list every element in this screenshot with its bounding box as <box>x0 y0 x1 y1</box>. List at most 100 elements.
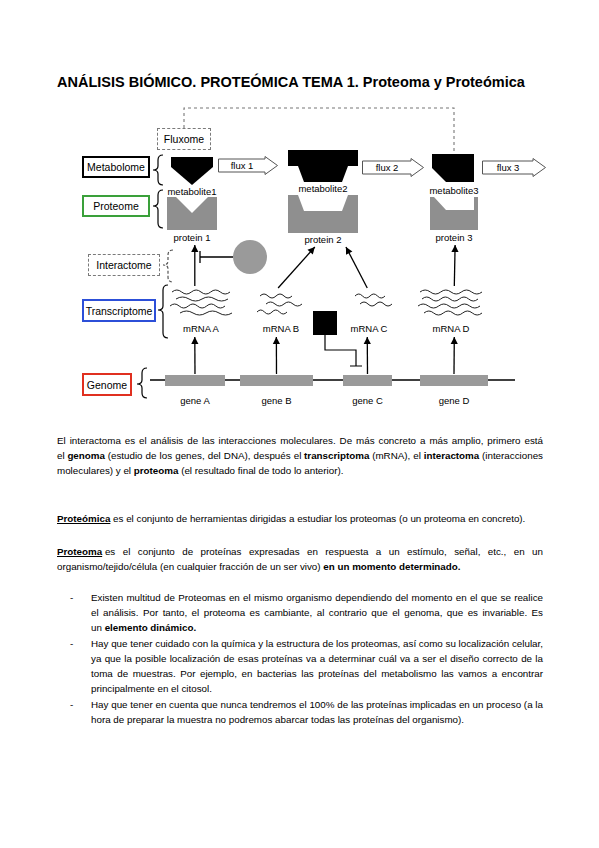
flux-arrow: flux 1 <box>218 156 278 175</box>
page-title: ANÁLISIS BIÓMICO. PROTEÓMICA TEMA 1. Pro… <box>57 73 587 91</box>
metabolite-shape <box>288 150 358 182</box>
node-label: protein 2 <box>268 234 378 245</box>
shape-outline <box>282 148 364 183</box>
mrna-strand: mRNA D <box>418 286 484 334</box>
mrna-drawing <box>418 286 484 320</box>
protein-shape: protein 2 <box>282 195 364 245</box>
interactor-circle <box>233 240 267 274</box>
layer-box: Genome <box>82 373 132 396</box>
connector-line <box>367 337 369 374</box>
node-label: gene A <box>155 395 235 406</box>
protein-shape <box>167 197 217 230</box>
section-term: Proteoma <box>57 546 102 557</box>
node-label: mRNA C <box>330 323 408 334</box>
arrow-head <box>191 337 198 344</box>
gene-bar <box>165 375 225 386</box>
layer-box: Metabolome <box>82 156 150 178</box>
bold-term: genoma <box>67 450 105 461</box>
node-label: Interactome <box>96 259 151 271</box>
mrna-strand <box>170 304 225 308</box>
paragraph: Proteomaes el conjunto de proteínas expr… <box>57 544 543 574</box>
mrna-strand <box>418 304 480 308</box>
node-label: mRNA D <box>408 323 494 334</box>
paragraph: Hay que tener cuidado con la química y l… <box>91 636 543 696</box>
arrow-head <box>451 245 458 252</box>
connector <box>278 247 315 288</box>
mrna-strand <box>260 294 292 298</box>
connector-line <box>194 337 195 374</box>
mrna-strand: mRNA A <box>170 286 232 334</box>
mrna-strand <box>176 297 228 301</box>
bracket <box>158 285 168 338</box>
metabolite-shape <box>171 157 213 185</box>
mrna-strand <box>266 302 302 306</box>
connector-line <box>278 247 315 288</box>
gene-bar <box>420 375 488 386</box>
bold-term: elemento dinámico. <box>105 622 196 633</box>
gene-bar <box>343 375 392 386</box>
arrow-head <box>307 247 314 255</box>
gene-segment: gene D <box>420 374 488 406</box>
node-label: Metabolome <box>87 161 145 173</box>
body-text: es el conjunto de proteínas expresadas e… <box>57 546 543 572</box>
node-label: metabolite3 <box>412 185 496 196</box>
bracket <box>153 155 163 185</box>
body-text: Hay que tener cuidado con la química y l… <box>91 638 543 694</box>
node-label: flux 2 <box>362 158 412 177</box>
arrow-head <box>273 337 280 344</box>
mrna-drawing <box>340 288 398 320</box>
metabolite-shape: metabolite2 <box>282 148 364 194</box>
bracket <box>153 190 163 228</box>
paragraph: El interactoma es el análisis de las int… <box>57 433 543 478</box>
metabolite-shape: metabolite3 <box>426 152 482 196</box>
shape-outline <box>282 195 364 233</box>
arrow-head <box>364 337 371 344</box>
body-text: es el conjunto de herramientas dirigidas… <box>113 513 525 524</box>
paragraph: Existen multitud de Proteomas en el mism… <box>91 590 543 635</box>
shape-outline <box>426 197 482 230</box>
node-label: Genome <box>87 379 127 391</box>
mrna-strand <box>422 297 478 301</box>
node-label: flux 1 <box>218 156 266 175</box>
layer-box: Interactome <box>88 254 160 276</box>
connector <box>451 337 458 374</box>
connector-line <box>184 108 454 152</box>
section-term: Proteómica <box>57 513 110 524</box>
regulator-square <box>313 311 337 335</box>
body-text: Hay que tener en cuenta que nunca tendre… <box>91 699 543 725</box>
node-label: Transcriptome <box>86 305 153 317</box>
protein-shape <box>430 197 478 230</box>
bullet-dash: - <box>70 697 73 712</box>
bold-term: transcriptoma <box>304 450 369 461</box>
connector <box>364 337 371 374</box>
body-text: (el resultado final de todo lo anterior)… <box>181 465 343 476</box>
bullet-dash: - <box>70 636 73 651</box>
node-label: metabolite1 <box>154 186 230 197</box>
connector <box>191 245 198 286</box>
arrow-head <box>191 245 198 252</box>
flux-arrow: flux 3 <box>482 158 546 177</box>
protein-shape: protein 3 <box>426 197 482 243</box>
mrna-strand <box>360 302 392 306</box>
bracket <box>163 250 173 282</box>
arrow-head <box>346 247 352 255</box>
flux-arrow <box>219 157 278 175</box>
layer-box: Transcriptome <box>82 299 156 322</box>
gene-segment: gene A <box>165 374 225 406</box>
gene-bar <box>240 375 313 386</box>
connector <box>184 108 454 152</box>
body-text: (mRNA), el <box>372 450 421 461</box>
node-label: mRNA B <box>242 323 320 334</box>
connector <box>346 247 367 288</box>
node-label: flux 3 <box>482 158 534 177</box>
shape-outline <box>164 197 220 230</box>
connector-line <box>453 337 455 374</box>
connector <box>451 245 458 286</box>
flux-arrow <box>483 159 546 177</box>
flux-arrow <box>363 159 424 177</box>
flux-arrow: flux 2 <box>362 158 424 177</box>
mrna-strand <box>424 311 482 315</box>
node-label: protein 1 <box>150 232 234 243</box>
shape-outline <box>168 155 216 185</box>
